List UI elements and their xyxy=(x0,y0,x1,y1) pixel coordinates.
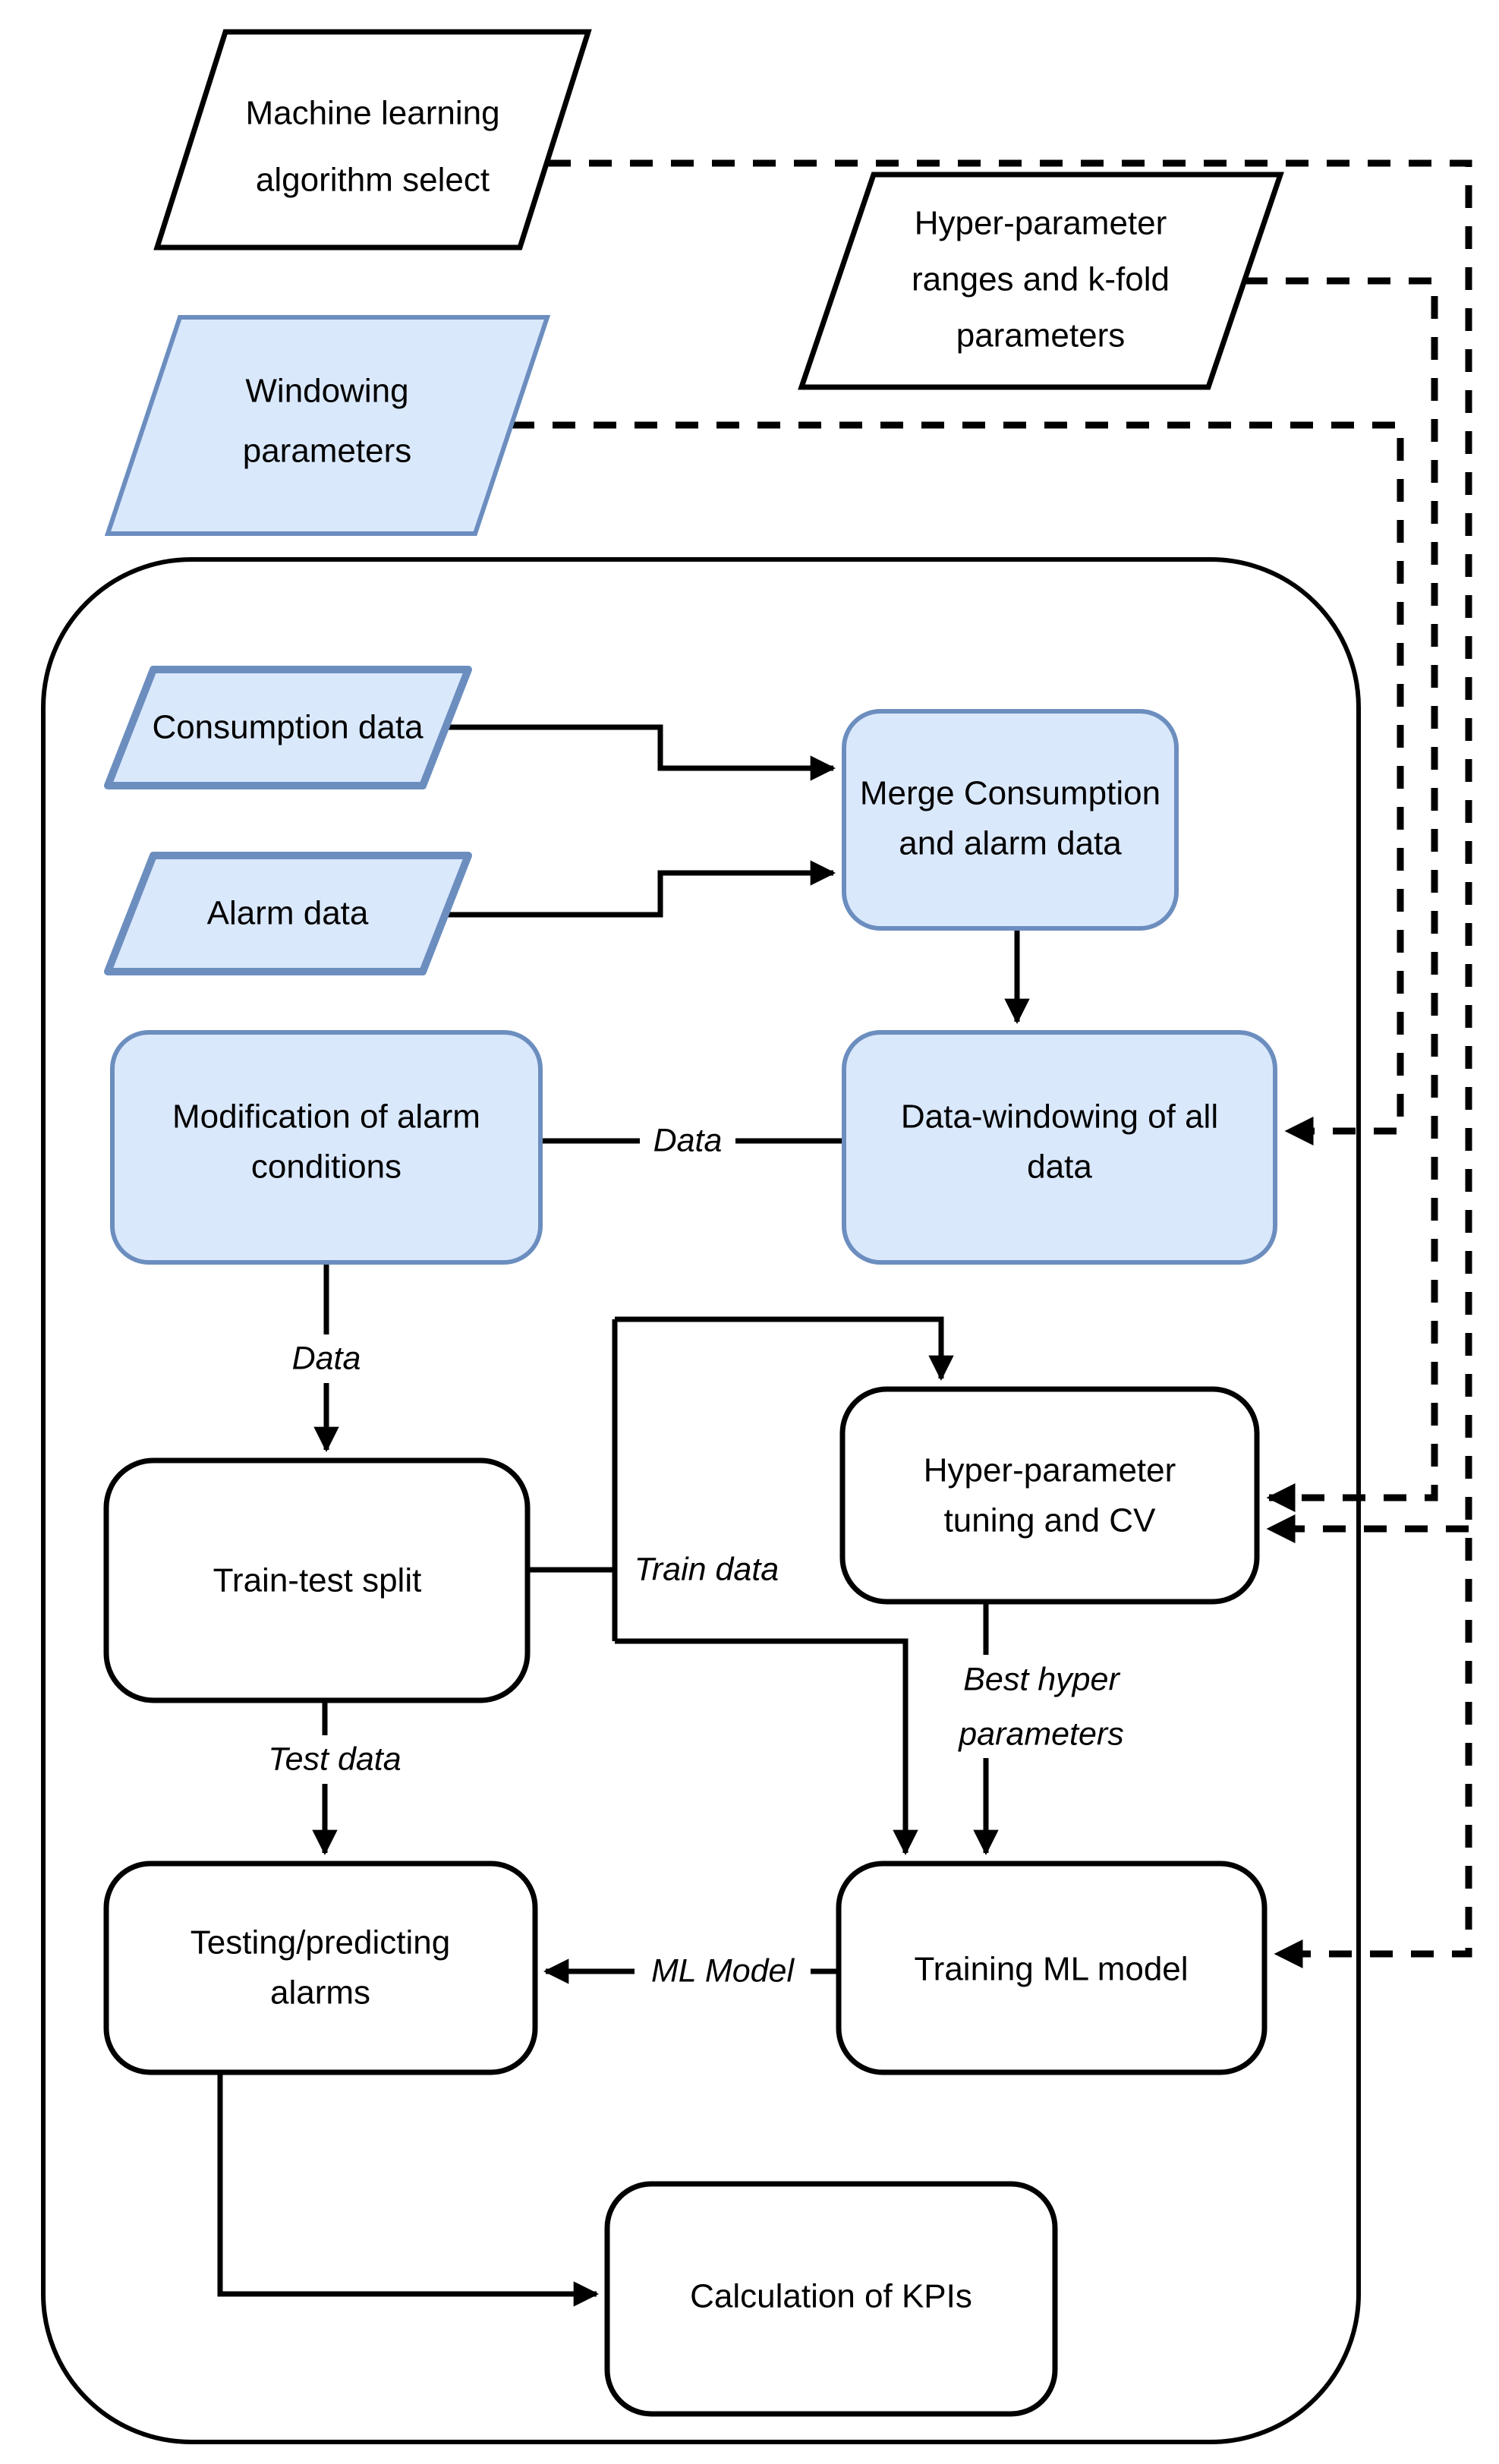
data-horizontal-label-bg xyxy=(640,1117,735,1165)
ml-model-label: ML Model xyxy=(651,1952,795,1989)
ml-algorithm-select-parallelogram xyxy=(153,29,592,250)
data-windowing-label-line1: Data-windowing of all xyxy=(901,1098,1218,1136)
ml-model-label-bg xyxy=(635,1947,811,1996)
windowing-label-line2: parameters xyxy=(243,433,412,470)
consumption-data-label: Consumption data xyxy=(152,709,424,746)
edge-train-data-to-training xyxy=(615,1638,918,1856)
hp-ranges-parallelogram xyxy=(798,172,1284,390)
edge-alarm-to-merge xyxy=(446,860,836,918)
ml-select-label-line2: algorithm select xyxy=(256,162,490,199)
edge-hp-ranges-to-hp-tuning-dashed xyxy=(1245,277,1438,1512)
best-hyper-label-bg xyxy=(947,1655,1135,1758)
best-hyper-label-line1: Best hyper xyxy=(963,1661,1120,1697)
edge-windowing-to-data-windowing-dashed xyxy=(512,421,1404,1145)
calculation-kpi-label: Calculation of KPIs xyxy=(690,2278,972,2315)
best-hyper-label-line2: parameters xyxy=(957,1716,1123,1752)
training-ml-model-box xyxy=(836,1861,1268,2075)
train-test-split-box xyxy=(103,1457,531,1703)
edge-train-data-to-hp-tuning xyxy=(615,1316,954,1382)
merge-label-line1: Merge Consumption xyxy=(860,775,1160,812)
pipeline-container xyxy=(41,557,1361,2444)
data-windowing-label-line2: data xyxy=(1027,1149,1092,1186)
calculation-kpi-box xyxy=(604,2181,1058,2417)
training-ml-model-label: Training ML model xyxy=(914,1951,1188,1988)
edge-testing-to-kpi xyxy=(217,2072,600,2307)
edge-ml-select-to-training-dashed xyxy=(548,159,1472,1968)
merge-label-line2: and alarm data xyxy=(899,825,1122,862)
ml-select-label-line1: Machine learning xyxy=(245,95,499,132)
edge-consumption-to-merge xyxy=(446,724,836,781)
modification-label-line2: conditions xyxy=(251,1149,402,1186)
testing-label-line2: alarms xyxy=(270,1974,370,2012)
hp-ranges-label-line1: Hyper-parameter xyxy=(915,205,1167,242)
test-data-label-bg xyxy=(250,1735,419,1784)
data-horizontal-label: Data xyxy=(653,1122,723,1158)
data-vertical-label-bg xyxy=(279,1334,374,1383)
modification-label-line1: Modification of alarm xyxy=(172,1098,480,1136)
train-data-label: Train data xyxy=(635,1551,779,1587)
hp-ranges-label-line2: ranges and k-fold xyxy=(912,261,1170,298)
train-test-split-label: Train-test split xyxy=(213,1562,422,1599)
windowing-parameters-parallelogram xyxy=(104,315,551,536)
consumption-data-parallelogram xyxy=(104,666,472,789)
hp-tuning-label-line2: tuning and CV xyxy=(944,1502,1157,1539)
hp-tuning-label-line1: Hyper-parameter xyxy=(924,1452,1176,1489)
data-windowing-box xyxy=(842,1030,1277,1265)
hp-tuning-box xyxy=(839,1386,1260,1605)
merge-box xyxy=(842,709,1179,931)
modification-box xyxy=(110,1030,543,1265)
alarm-data-label: Alarm data xyxy=(207,895,369,932)
train-data-label-bg xyxy=(619,1546,794,1594)
data-vertical-label: Data xyxy=(292,1340,361,1376)
test-data-label: Test data xyxy=(268,1741,401,1777)
alarm-data-parallelogram xyxy=(104,852,472,975)
windowing-label-line1: Windowing xyxy=(245,373,408,410)
hp-ranges-label-line3: parameters xyxy=(956,317,1126,354)
testing-label-line1: Testing/predicting xyxy=(191,1924,450,1961)
testing-predicting-box xyxy=(103,1861,538,2075)
